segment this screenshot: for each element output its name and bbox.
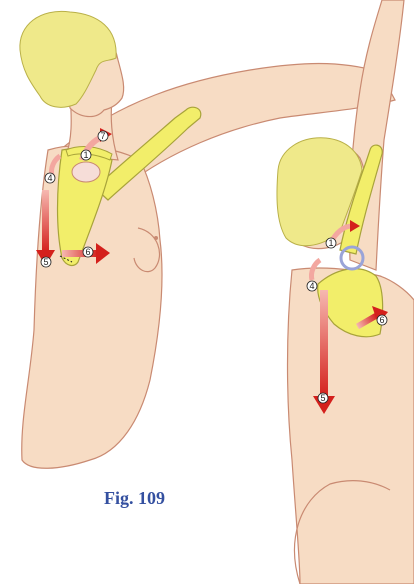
left-label-4: 4 (45, 173, 55, 183)
left-label-7: 7 (98, 131, 108, 141)
left-figure-nipple (154, 236, 158, 240)
svg-text:1: 1 (83, 150, 88, 160)
right-label-1: 1 (326, 238, 336, 248)
svg-text:5: 5 (43, 257, 48, 267)
right-label-5: 5 (318, 393, 328, 403)
left-label-5: 5 (41, 257, 51, 267)
svg-text:1: 1 (328, 238, 333, 248)
left-label-1: 1 (81, 150, 91, 160)
svg-text:6: 6 (379, 315, 384, 325)
svg-text:6: 6 (85, 247, 90, 257)
right-label-4: 4 (307, 281, 317, 291)
svg-text:7: 7 (100, 131, 105, 141)
svg-text:4: 4 (47, 173, 52, 183)
svg-text:4: 4 (309, 281, 314, 291)
figure-caption: Fig. 109 (104, 488, 165, 509)
left-label-6: 6 (83, 247, 93, 257)
svg-text:5: 5 (320, 393, 325, 403)
left-figure-shoulder-joint (72, 162, 100, 182)
right-label-6: 6 (377, 315, 387, 325)
